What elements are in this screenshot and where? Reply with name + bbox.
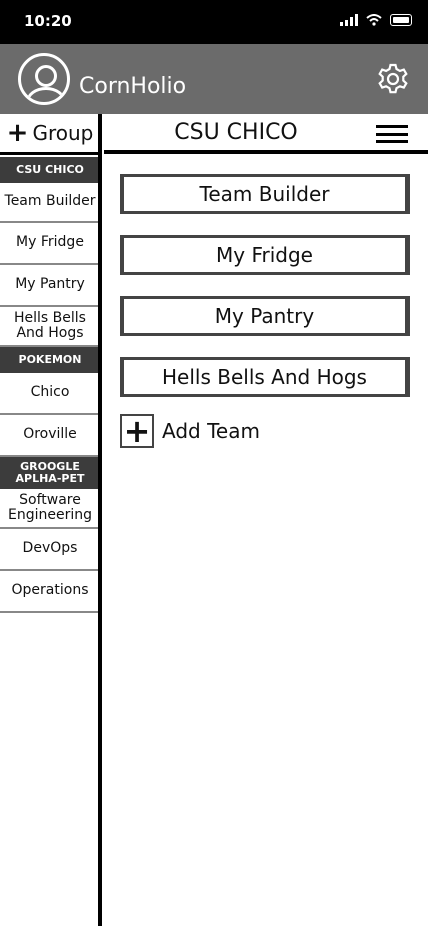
title-bar: CSU CHICO bbox=[104, 114, 428, 154]
team-button-my-pantry[interactable]: My Pantry bbox=[120, 296, 410, 336]
sidebar-item-my-fridge[interactable]: My Fridge bbox=[0, 223, 100, 265]
gear-icon[interactable] bbox=[376, 62, 410, 96]
group-header-groogle[interactable]: GROOGLE APLHA-PET bbox=[0, 457, 100, 489]
team-button-hells-bells[interactable]: Hells Bells And Hogs bbox=[120, 357, 410, 397]
sidebar: CSU CHICO Team Builder My Fridge My Pant… bbox=[0, 157, 100, 613]
sidebar-item-oroville[interactable]: Oroville bbox=[0, 415, 100, 457]
sidebar-item-chico[interactable]: Chico bbox=[0, 373, 100, 415]
add-team-button[interactable]: + Add Team bbox=[120, 414, 410, 448]
page-title: CSU CHICO bbox=[174, 120, 298, 145]
sidebar-item-my-pantry[interactable]: My Pantry bbox=[0, 265, 100, 307]
add-team-label: Add Team bbox=[162, 419, 260, 443]
sidebar-item-devops[interactable]: DevOps bbox=[0, 529, 100, 571]
group-header-csu-chico[interactable]: CSU CHICO bbox=[0, 157, 100, 183]
username: CornHolio bbox=[79, 74, 187, 99]
wifi-icon bbox=[366, 14, 382, 26]
hamburger-menu-icon[interactable] bbox=[376, 125, 408, 143]
team-button-team-builder[interactable]: Team Builder bbox=[120, 174, 410, 214]
status-icons bbox=[340, 14, 412, 26]
sidebar-item-team-builder[interactable]: Team Builder bbox=[0, 183, 100, 223]
status-bar: 10:20 bbox=[0, 0, 428, 44]
cellular-signal-icon bbox=[340, 14, 358, 26]
team-button-my-fridge[interactable]: My Fridge bbox=[120, 235, 410, 275]
status-time: 10:20 bbox=[24, 12, 72, 30]
avatar[interactable] bbox=[18, 53, 70, 105]
add-group-button[interactable]: + Group bbox=[0, 114, 100, 155]
group-header-pokemon[interactable]: POKEMON bbox=[0, 347, 100, 373]
team-list: Team Builder My Fridge My Pantry Hells B… bbox=[120, 174, 410, 448]
sidebar-item-software-engineering[interactable]: Software Engineering bbox=[0, 489, 100, 529]
plus-icon: + bbox=[6, 118, 29, 148]
add-group-label: Group bbox=[32, 121, 94, 145]
sidebar-divider bbox=[98, 114, 102, 926]
battery-icon bbox=[390, 14, 412, 26]
app-bar: CornHolio bbox=[0, 44, 428, 114]
sidebar-item-hells-bells[interactable]: Hells Bells And Hogs bbox=[0, 307, 100, 347]
sidebar-item-operations[interactable]: Operations bbox=[0, 571, 100, 613]
plus-icon: + bbox=[120, 414, 154, 448]
